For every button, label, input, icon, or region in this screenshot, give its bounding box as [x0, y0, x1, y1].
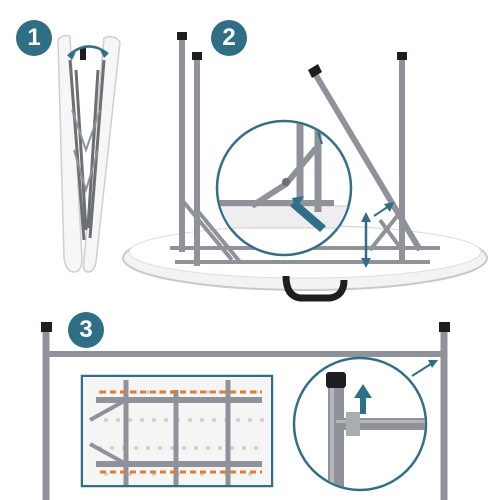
zoom-pivot: [282, 178, 290, 186]
up-arrowhead: [361, 212, 371, 222]
step-badge-1: 1: [16, 20, 52, 56]
leg-cap: [397, 52, 407, 60]
inner-braces: [71, 109, 101, 194]
leg-cap: [177, 32, 187, 40]
zoom-detail-step2: [215, 119, 353, 257]
inner-frame: [68, 59, 106, 241]
leg-braces: [180, 198, 404, 264]
step-badge-2: 2: [211, 20, 247, 56]
leg-cap: [439, 322, 450, 332]
inset-bars: [123, 380, 231, 485]
zoom-tabletop-edge: [218, 205, 350, 229]
highlight-dashes: [100, 390, 262, 474]
diag-arrowhead: [384, 202, 394, 212]
leg-folding: [311, 70, 423, 252]
step-badge-3: 3: [68, 312, 104, 348]
carry-handle: [282, 275, 348, 302]
folded-table: [57, 34, 121, 273]
zoom-leg-highlight: [330, 380, 334, 489]
zoom-rail: [218, 200, 334, 206]
zoom-crossbar-highlight: [336, 420, 425, 423]
down-arrowhead: [361, 258, 371, 268]
pointer-head-3: [428, 360, 438, 368]
push-arrow-icon: [290, 200, 326, 232]
upright-frame: [41, 322, 450, 500]
left-half-top: [57, 34, 83, 273]
rotate-arrowhead: [100, 50, 108, 58]
pointer-line: [317, 131, 323, 145]
zoom-cap: [326, 372, 346, 388]
leg-cap: [41, 322, 52, 332]
zoom-detail-step3: [292, 356, 438, 492]
rotate-arrowtail: [68, 52, 76, 60]
up-arrow-icon: [360, 396, 366, 414]
underside-inset: [80, 374, 274, 488]
rotate-arrow-icon: [67, 45, 109, 57]
push-arrowhead: [292, 196, 304, 210]
inset-braces: [89, 398, 127, 466]
leg-cap: [192, 52, 202, 60]
up-arrow-head: [354, 384, 372, 398]
leg-cap: [308, 64, 322, 78]
zoom-collar: [346, 412, 360, 436]
hinge-handle: [80, 48, 86, 60]
